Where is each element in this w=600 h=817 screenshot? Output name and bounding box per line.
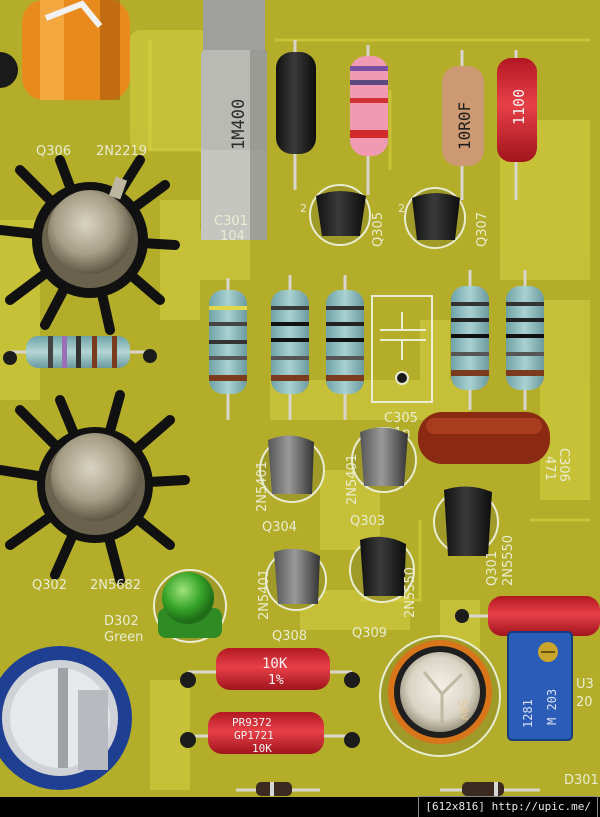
marking-res-pr-bot: 10K bbox=[252, 742, 272, 755]
resistor-tan-vertical: 10R0F bbox=[442, 50, 484, 200]
marking-res-10k-tol: 1% bbox=[268, 673, 284, 688]
led-green-d302 bbox=[153, 569, 227, 643]
label-2n5401-a: 2N5401 bbox=[255, 461, 270, 512]
marking-res-pr-top: PR9372 bbox=[232, 716, 272, 729]
transistor-q307 bbox=[404, 187, 466, 249]
label-q308: Q308 bbox=[272, 629, 307, 644]
label-c301: C301 bbox=[214, 214, 248, 229]
label-d301: D301 bbox=[564, 773, 599, 788]
label-q307: Q307 bbox=[475, 212, 490, 247]
marking-res-10r: 10R0F bbox=[455, 102, 474, 150]
marking-film-cap: 1M400 bbox=[229, 99, 249, 150]
label-d302: D302 bbox=[104, 614, 139, 629]
capacitor-film-c301: 1M400 bbox=[201, 0, 267, 240]
label-u3: U3 bbox=[576, 677, 594, 692]
label-2n5401-b: 2N5401 bbox=[345, 454, 360, 505]
transistor-q301 bbox=[433, 486, 499, 556]
capacitor-electrolytic-blue bbox=[0, 646, 132, 790]
label-c306-value: 471 bbox=[542, 456, 557, 481]
resistor-blue-vertical-4 bbox=[451, 270, 489, 410]
resistor-red-pr9372: PR9372 GP1721 10K bbox=[180, 712, 360, 755]
label-2n5401-c: 2N5401 bbox=[257, 569, 272, 620]
transistor-q303 bbox=[351, 427, 417, 493]
resistor-blue-vertical-1 bbox=[209, 278, 247, 420]
marking-ecap-voltage: 50v bbox=[455, 698, 473, 722]
capacitor-brown-c306 bbox=[418, 412, 550, 464]
label-q303: Q303 bbox=[350, 514, 385, 529]
resistor-black-vertical bbox=[276, 40, 316, 190]
label-u3-suffix: 20 bbox=[576, 695, 593, 710]
label-q302-part: 2N5682 bbox=[90, 578, 141, 593]
component-dark-edge bbox=[0, 52, 18, 88]
diode-bottom-row bbox=[236, 782, 540, 796]
label-q305: Q305 bbox=[371, 212, 386, 247]
transistor-can-q306 bbox=[42, 176, 138, 288]
resistor-red-horizontal-right bbox=[455, 596, 600, 636]
label-q301: Q301 bbox=[485, 551, 500, 586]
transistor-q309 bbox=[349, 536, 415, 603]
label-q301-part: 2N5550 bbox=[501, 535, 516, 586]
watermark-caption: [612x816] http://upic.me/ bbox=[418, 796, 598, 817]
marking-res-pr-mid: GP1721 bbox=[234, 729, 274, 742]
label-q309: Q309 bbox=[352, 626, 387, 641]
label-q307-prefix: 2 bbox=[398, 202, 405, 215]
label-q306: Q306 bbox=[36, 144, 71, 159]
marking-res-red: 1100 bbox=[510, 89, 528, 125]
label-c306: C306 bbox=[556, 448, 571, 482]
transistor-q305 bbox=[309, 184, 371, 246]
pcb-photo: Q306 2N2219 Q302 2N5682 1M400 bbox=[0, 0, 600, 797]
resistor-red-10k: 10K 1% bbox=[180, 648, 360, 690]
marking-trim-line2: 1281 bbox=[521, 699, 535, 728]
transistor-can-q302 bbox=[45, 433, 145, 535]
capacitor-footprint-c305 bbox=[371, 295, 433, 403]
label-q302: Q302 bbox=[32, 578, 67, 593]
trimmer-potentiometer-u3: M 203 1281 bbox=[507, 631, 573, 741]
board-mask-edges bbox=[148, 38, 590, 602]
resistor-pink-vertical bbox=[350, 45, 388, 195]
transistor-q304 bbox=[259, 435, 325, 503]
capacitor-electrolytic-50v: 50v bbox=[379, 635, 501, 757]
resistor-red-vertical: 1100 bbox=[497, 50, 537, 200]
resistor-blue-vertical-2 bbox=[271, 275, 309, 420]
label-c305: C305 bbox=[384, 411, 418, 426]
label-c301-value: 104 bbox=[220, 229, 245, 244]
capacitor-electrolytic-orange bbox=[22, 0, 130, 100]
resistor-blue-vertical-3 bbox=[326, 275, 364, 420]
label-d302-color: Green bbox=[104, 630, 143, 645]
label-q306-part: 2N2219 bbox=[96, 144, 147, 159]
label-q305-prefix: 2 bbox=[300, 202, 307, 215]
label-q304: Q304 bbox=[262, 520, 297, 535]
label-2n5550-b: 2N5550 bbox=[403, 567, 418, 618]
marking-trim-line1: M 203 bbox=[545, 689, 559, 725]
resistor-blue-horizontal-left bbox=[3, 336, 157, 368]
marking-res-10k: 10K bbox=[262, 656, 288, 672]
transistor-q308 bbox=[265, 548, 327, 611]
resistor-blue-vertical-5 bbox=[506, 270, 544, 410]
